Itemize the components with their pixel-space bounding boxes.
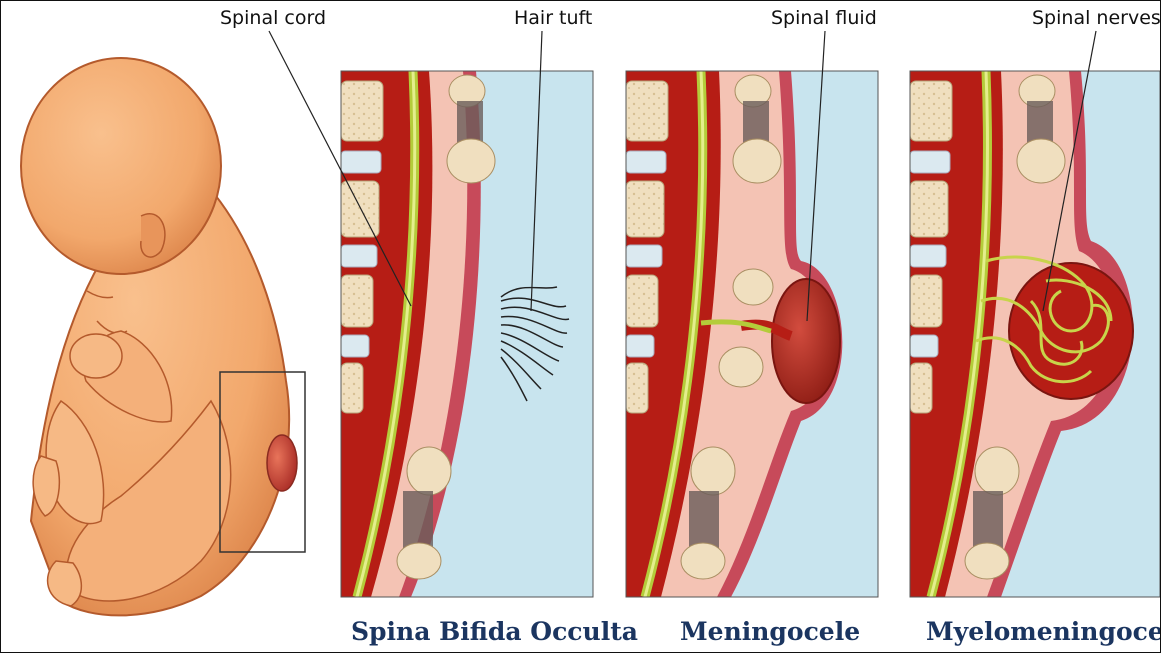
label-hair-tuft: Hair tuft xyxy=(514,9,592,28)
label-spinal-fluid: Spinal fluid xyxy=(771,9,877,28)
title-meningocele: Meningocele xyxy=(680,619,860,644)
fetus-illustration xyxy=(21,58,305,615)
panel-myelomeningocele-illustration xyxy=(910,71,1160,597)
panel-meningocele-illustration xyxy=(626,71,878,597)
label-spinal-cord: Spinal cord xyxy=(220,9,326,28)
panel-occulta-illustration xyxy=(341,71,593,597)
label-spinal-nerves: Spinal nerves xyxy=(1032,9,1161,28)
title-spina-bifida-occulta: Spina Bifida Occulta xyxy=(351,619,638,644)
title-myelomeningocele: Myelomeningocele xyxy=(926,619,1161,644)
